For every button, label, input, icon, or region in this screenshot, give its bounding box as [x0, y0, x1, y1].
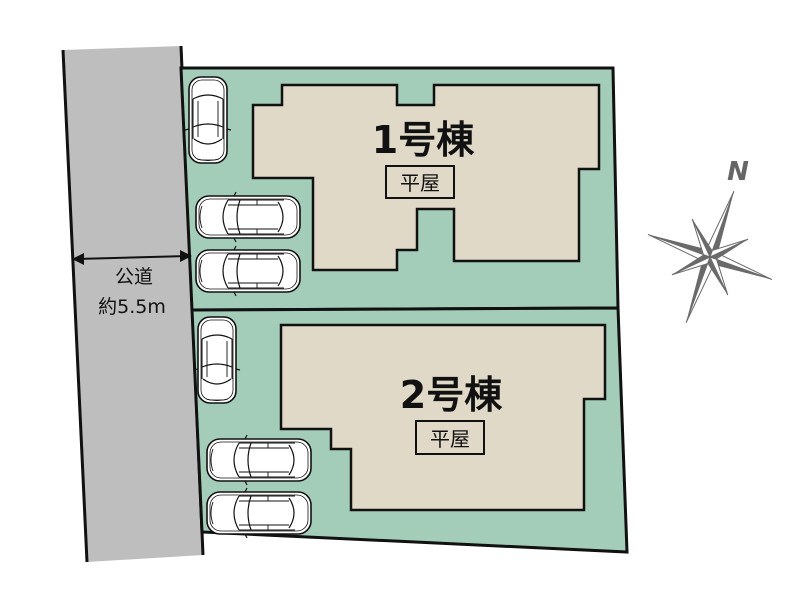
compass-north-label: N	[727, 157, 749, 187]
road-surface	[63, 46, 203, 562]
road-width-label: 約5.5m	[98, 296, 166, 318]
arrow-left-icon	[72, 253, 84, 265]
building-2-footprint	[279, 323, 607, 512]
car-icon	[195, 191, 301, 243]
road-name-label: 公道	[115, 266, 153, 288]
car-icon	[195, 245, 301, 297]
arrow-right-icon	[180, 250, 192, 262]
compass-rose-icon	[647, 191, 773, 323]
building-2-type-box	[415, 420, 485, 455]
building-2-title: 2号棟	[400, 373, 503, 417]
building-1-type: 平屋	[400, 171, 440, 195]
building-2-type: 平屋	[430, 427, 470, 451]
road-left-edge	[61, 49, 89, 563]
road-width-dimension	[72, 250, 192, 265]
car-icon	[206, 487, 312, 539]
building-1-title: 1号棟	[372, 118, 475, 162]
car-icon	[184, 76, 232, 164]
building-1-footprint	[251, 83, 601, 272]
car-icon	[193, 316, 241, 404]
car-icon	[206, 434, 312, 486]
building-1-type-box	[385, 165, 455, 199]
